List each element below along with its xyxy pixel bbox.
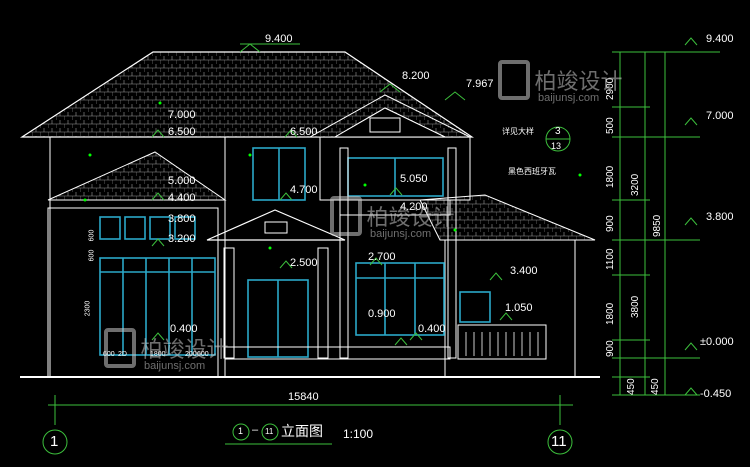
elev-mid2: 4.400 [168,192,196,204]
dim-1800b: 1800 [605,302,616,325]
note-detail: 详见大样 [502,127,534,136]
elev-upper: 6.500 [290,126,318,138]
dim-500: 500 [605,117,616,134]
elev-gable: 7.967 [466,78,494,90]
porch-ornament [264,221,288,234]
watermark-logo-icon [330,196,362,236]
elev-porch: 2.500 [290,257,318,269]
watermark-top: 柏竣设计 baijunsj.com [498,60,622,104]
elev-balcony: 4.700 [290,184,318,196]
balcony-rail [339,199,451,216]
title-axis-start: 1 [238,426,244,436]
elev-right-5: -0.450 [700,388,732,400]
right-column-1 [339,147,349,359]
left-lower-roof [47,151,227,201]
axis-label-1: 1 [50,433,59,450]
elev-win-sill: 0.900 [368,308,396,320]
dim-bottom-1: 600 [103,351,115,358]
elev-porch-top: 2.700 [368,251,396,263]
dim-3800: 3800 [630,295,641,318]
elev-eave-upper-b: 6.500 [168,126,196,138]
porch-column-2 [317,247,329,359]
dim-1800a: 1800 [605,165,616,188]
elev-step: 0.400 [418,323,446,335]
watermark-url: baijunsj.com [538,92,600,104]
dim-left-2300: 2300 [84,300,92,317]
elev-right-3: 3.800 [706,211,734,223]
detail-number: 3 [555,126,561,137]
right-column-2 [447,147,457,359]
elev-right-4: ±0.000 [700,336,734,348]
drawing-scale: 1:100 [343,427,374,441]
watermark-brand: 柏竣设计 [140,337,229,362]
dim-total-height: 9850 [652,214,663,237]
dim-left-600a: 600 [88,229,96,242]
left-top-window-4 [174,216,196,240]
elev-win-top: 5.050 [400,173,428,185]
elev-mid1: 5.000 [168,175,196,187]
elev-ground: 0.400 [170,323,198,335]
side-window [459,291,491,323]
left-big-window [99,257,216,356]
elev-eave-upper: 7.000 [168,109,196,121]
dim-450b: 450 [650,378,661,395]
right-lower-roof [419,194,596,241]
porch-column-1 [223,247,235,359]
elev-right-1: 9.400 [706,33,734,45]
watermark-center: 柏竣设计 baijunsj.com [330,196,454,240]
elev-mid4: 3.200 [168,233,196,245]
left-top-window-2 [124,216,146,240]
watermark-url: baijunsj.com [144,360,206,372]
watermark-brand: 柏竣设计 [534,69,623,94]
elev-railing: 4.200 [400,201,428,213]
porch-step [224,346,451,360]
dim-overall-width: 15840 [288,391,319,403]
right-balustrade [457,324,547,360]
elev-mid3: 3.800 [168,213,196,225]
gable-ornament [369,117,401,133]
axis-bubble-11 [547,429,573,455]
title-dash: – [252,424,259,436]
dim-1100: 1100 [605,248,616,270]
left-top-window-3 [149,216,171,240]
drawing-title: 立面图 [281,423,323,439]
detail-sheet: 13 [551,141,562,151]
dim-bottom-4: 200 [185,351,197,358]
dim-3200: 3200 [630,173,641,196]
dim-900b: 900 [605,340,616,357]
dim-900a: 900 [605,215,616,232]
dim-bottom-5: 600 [197,351,209,358]
dim-left-600b: 600 [88,249,96,262]
elev-ridge2: 8.200 [402,70,430,82]
right-window [355,262,445,336]
left-top-window-1 [99,216,121,240]
watermark-url: baijunsj.com [370,228,432,240]
dim-450a: 450 [626,378,637,395]
elev-ridge: 9.400 [265,33,293,45]
elev-sill: 1.050 [505,302,533,314]
watermark-bottom: 柏竣设计 baijunsj.com [104,328,228,372]
axis-bubble-1 [42,429,68,455]
axis-label-11: 11 [551,433,567,450]
note-tile: 黑色西班牙瓦 [508,167,556,176]
elev-right-2: 7.000 [706,110,734,122]
dim-bottom-2: 2D [118,351,127,358]
watermark-brand: 柏竣设计 [366,205,455,230]
dim-bottom-3: 1800 [150,351,166,358]
watermark-logo-icon [104,328,136,368]
elev-side: 3.400 [510,265,538,277]
porch-pediment [206,209,346,241]
watermark-logo-icon [498,60,530,100]
title-axis-end: 11 [265,427,274,436]
